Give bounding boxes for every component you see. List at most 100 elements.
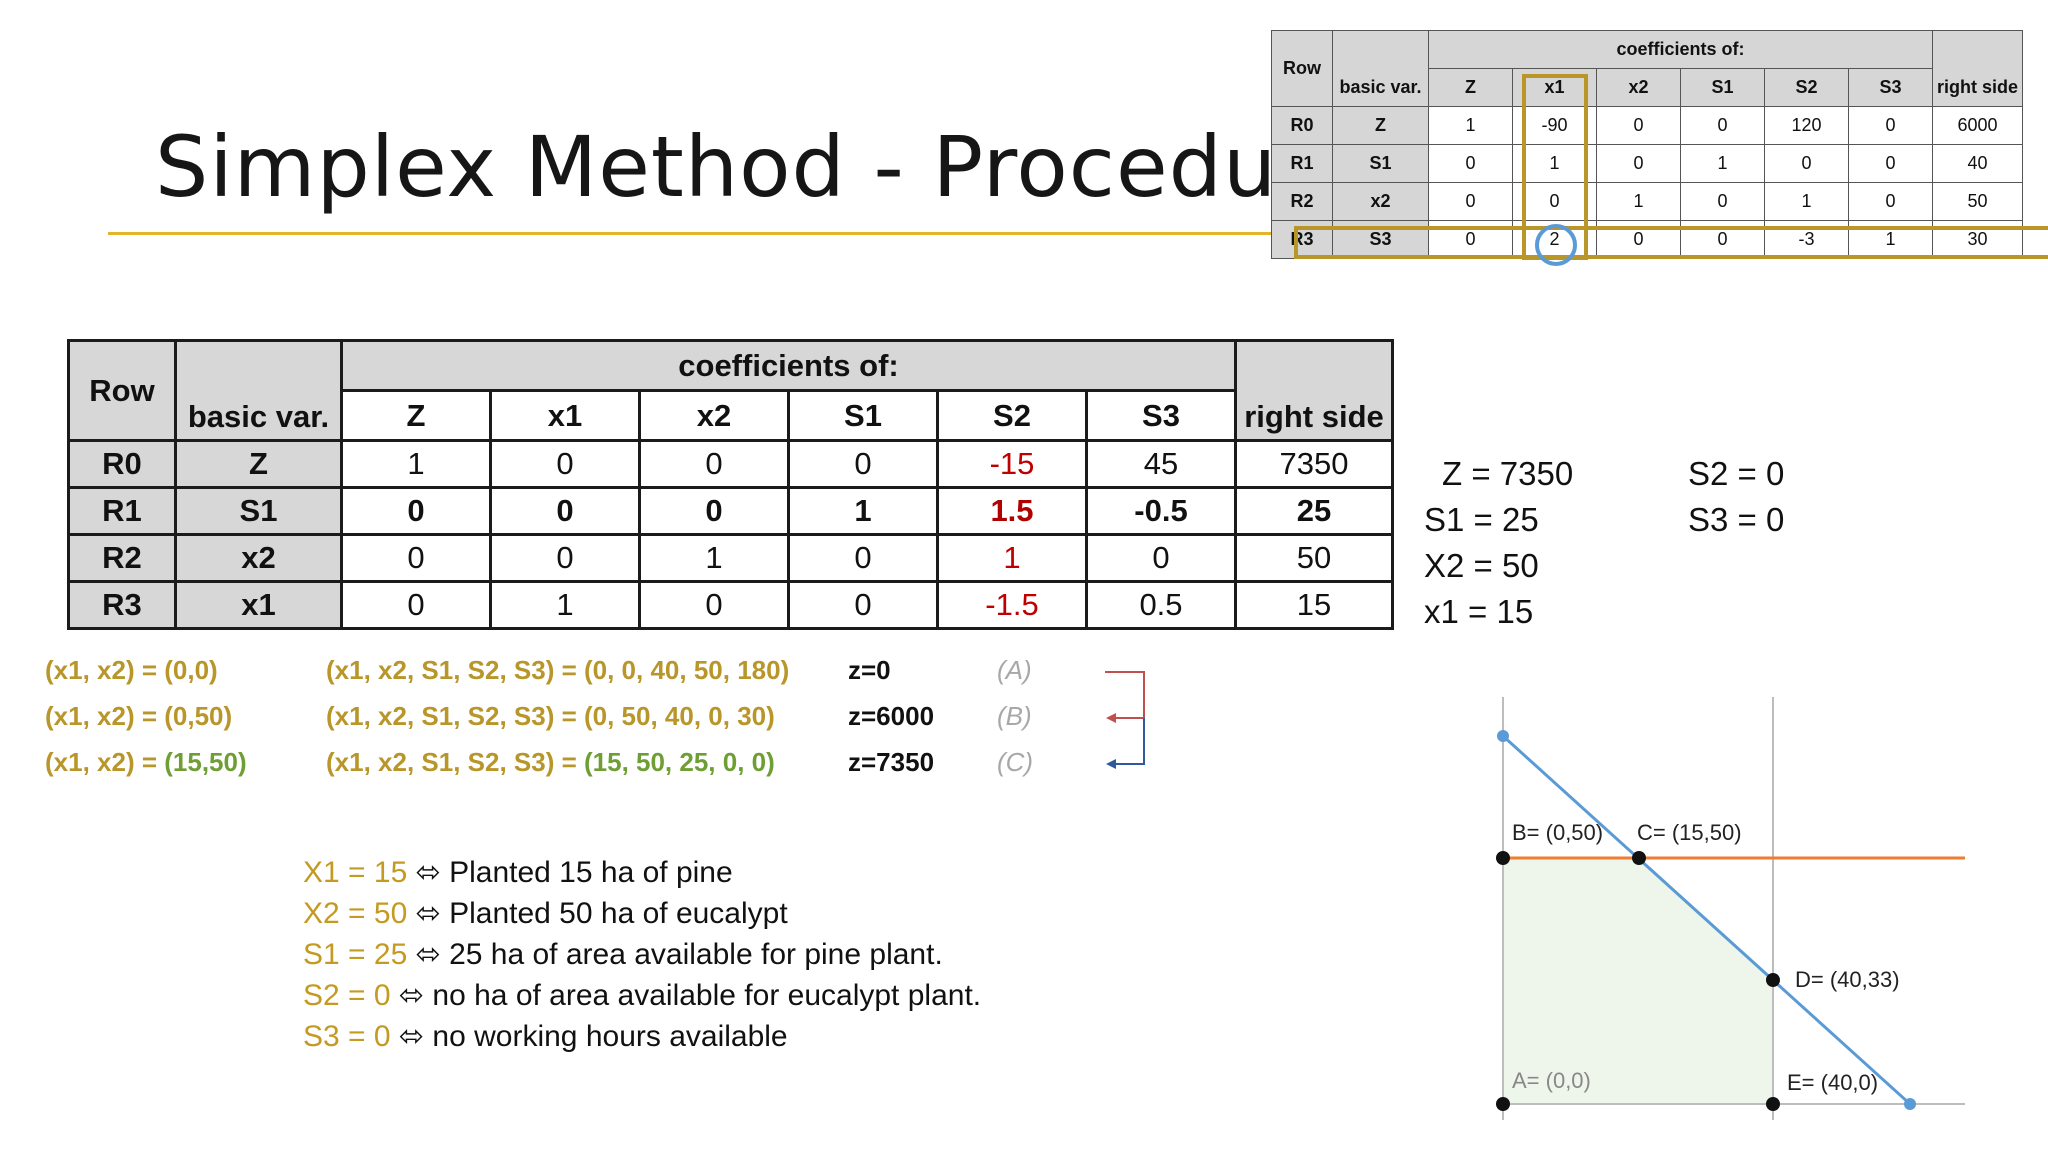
point-xy-label: (x1, x2) = bbox=[45, 701, 165, 731]
point-all-label: (x1, x2, S1, S2, S3) = bbox=[326, 747, 584, 777]
interp-label: S2 = 0 bbox=[303, 979, 391, 1012]
small-col-header: S1 bbox=[1680, 68, 1765, 107]
small-cell: 0 bbox=[1428, 182, 1513, 221]
result-z: Z = 7350 bbox=[1442, 455, 1574, 492]
equiv-icon: ⬄ bbox=[398, 979, 425, 1012]
point-xy-value: (0,0) bbox=[164, 655, 218, 685]
interp-text: Planted 15 ha of pine bbox=[449, 856, 733, 889]
main-basic-var: x1 bbox=[174, 580, 343, 630]
small-cell: 0 bbox=[1596, 144, 1681, 183]
small-cell: 0 bbox=[1848, 106, 1933, 145]
main-cell: 0 bbox=[489, 486, 641, 536]
small-rhs-cell: 50 bbox=[1932, 182, 2023, 221]
main-col-header: S1 bbox=[787, 389, 939, 442]
point-tag: (A) bbox=[997, 655, 1032, 685]
interp-label: S3 = 0 bbox=[303, 1020, 391, 1053]
main-row-label: R3 bbox=[67, 580, 177, 630]
small-rhs-cell: 6000 bbox=[1932, 106, 2023, 145]
interp-line: S3 = 0 ⬄ no working hours available bbox=[303, 1019, 788, 1054]
main-table-row: R3 x1 0 1 0 0 -1.5 0.5 15 bbox=[67, 580, 1394, 630]
interp-label: X2 = 50 bbox=[303, 897, 408, 930]
small-col-header: S3 bbox=[1848, 68, 1933, 107]
main-cell: -15 bbox=[936, 439, 1088, 489]
interp-line: X2 = 50 ⬄ Planted 50 ha of eucalypt bbox=[303, 896, 788, 931]
small-table-row: R2 x2 0 0 1 0 1 0 50 bbox=[1271, 182, 2023, 221]
main-rhs-header: right side bbox=[1234, 339, 1394, 442]
interp-label: X1 = 15 bbox=[303, 856, 408, 889]
small-basic-var: x2 bbox=[1332, 182, 1429, 221]
small-table-row: R1 S1 0 1 0 1 0 0 40 bbox=[1271, 144, 2023, 183]
main-table-row: R2 x2 0 0 1 0 1 0 50 bbox=[67, 533, 1394, 583]
small-row-label: R0 bbox=[1271, 106, 1333, 145]
previous-tableau-table: Row basic var. coefficients of: right si… bbox=[1271, 30, 2023, 259]
small-cell: 120 bbox=[1764, 106, 1849, 145]
main-cell: 1 bbox=[340, 439, 492, 489]
main-cell: 1 bbox=[787, 486, 939, 536]
point-all-value: (0, 50, 40, 0, 30) bbox=[583, 701, 775, 731]
interp-text: 25 ha of area available for pine plant. bbox=[449, 938, 943, 971]
vertex-label-b: B= (0,50) bbox=[1512, 820, 1603, 845]
small-rhs-cell: 40 bbox=[1932, 144, 2023, 183]
result-x1: x1 = 15 bbox=[1424, 593, 1534, 630]
small-row-header: Row bbox=[1271, 30, 1333, 107]
main-cell: 0 bbox=[638, 439, 790, 489]
small-cell: 1 bbox=[1596, 182, 1681, 221]
pivot-element-circle bbox=[1535, 224, 1577, 266]
interp-line: S2 = 0 ⬄ no ha of area available for euc… bbox=[303, 978, 981, 1013]
small-row-label: R1 bbox=[1271, 144, 1333, 183]
small-basic-header: basic var. bbox=[1332, 30, 1429, 107]
main-cell: -0.5 bbox=[1085, 486, 1237, 536]
small-col-header: S2 bbox=[1764, 68, 1849, 107]
main-cell: 1.5 bbox=[936, 486, 1088, 536]
main-row-header: Row bbox=[67, 339, 177, 442]
main-col-header: x1 bbox=[489, 389, 641, 442]
point-xy: (x1, x2) = (0,50) bbox=[45, 701, 232, 732]
main-cell: 0 bbox=[787, 580, 939, 630]
main-basic-var: Z bbox=[174, 439, 343, 489]
main-col-header: Z bbox=[340, 389, 492, 442]
arrowhead-c bbox=[1106, 759, 1116, 769]
equiv-icon: ⬄ bbox=[415, 897, 441, 930]
vertex-b bbox=[1496, 851, 1510, 865]
point-xy: (x1, x2) = (0,0) bbox=[45, 655, 218, 686]
transition-arrows bbox=[1105, 671, 1145, 769]
point-z: z=0 bbox=[848, 655, 891, 685]
small-table-row: R0 Z 1 -90 0 0 120 0 6000 bbox=[1271, 106, 2023, 145]
main-cell: 1 bbox=[936, 533, 1088, 583]
page-title: Simplex Method - Procedure bbox=[155, 118, 1364, 216]
vertex-label-d: D= (40,33) bbox=[1795, 967, 1900, 992]
main-row-label: R2 bbox=[67, 533, 177, 583]
vertex-label-a: A= (0,0) bbox=[1512, 1068, 1591, 1093]
main-col-header: S2 bbox=[936, 389, 1088, 442]
small-cell: 0 bbox=[1596, 106, 1681, 145]
small-col-header: Z bbox=[1428, 68, 1513, 107]
small-cell: 0 bbox=[1680, 182, 1765, 221]
small-cell: 0 bbox=[1428, 144, 1513, 183]
point-all-label: (x1, x2, S1, S2, S3) = bbox=[326, 701, 584, 731]
point-all-value: (15, 50, 25, 0, 0) bbox=[583, 747, 775, 777]
small-coeff-header: coefficients of: bbox=[1428, 30, 1933, 69]
diagonal-constraint-line bbox=[1501, 734, 1912, 1106]
point-xy-label: (x1, x2) = bbox=[45, 655, 165, 685]
vertex-e bbox=[1766, 1097, 1780, 1111]
interp-line: X1 = 15 ⬄ Planted 15 ha of pine bbox=[303, 855, 733, 890]
interp-label: S1 = 25 bbox=[303, 938, 408, 971]
point-tag: (C) bbox=[997, 747, 1034, 777]
current-tableau-table: Row basic var. coefficients of: right si… bbox=[67, 339, 1394, 630]
small-cell: 1 bbox=[1680, 144, 1765, 183]
main-cell: 0 bbox=[787, 533, 939, 583]
main-cell: 45 bbox=[1085, 439, 1237, 489]
small-basic-var: S1 bbox=[1332, 144, 1429, 183]
result-s2: S2 = 0 bbox=[1688, 455, 1785, 492]
pivot-row-highlight bbox=[1294, 226, 2048, 259]
main-cell: 0 bbox=[489, 533, 641, 583]
result-x2: X2 = 50 bbox=[1424, 547, 1539, 584]
small-col-header: x2 bbox=[1596, 68, 1681, 107]
small-cell: 0 bbox=[1848, 182, 1933, 221]
main-rhs-cell: 7350 bbox=[1234, 439, 1394, 489]
main-rhs-cell: 25 bbox=[1234, 486, 1394, 536]
point-xy: (x1, x2) = (15,50) bbox=[45, 747, 247, 778]
point-all: (x1, x2, S1, S2, S3) = (0, 0, 40, 50, 18… bbox=[326, 655, 789, 686]
point-all: (x1, x2, S1, S2, S3) = (0, 50, 40, 0, 30… bbox=[326, 701, 775, 732]
main-basic-var: x2 bbox=[174, 533, 343, 583]
